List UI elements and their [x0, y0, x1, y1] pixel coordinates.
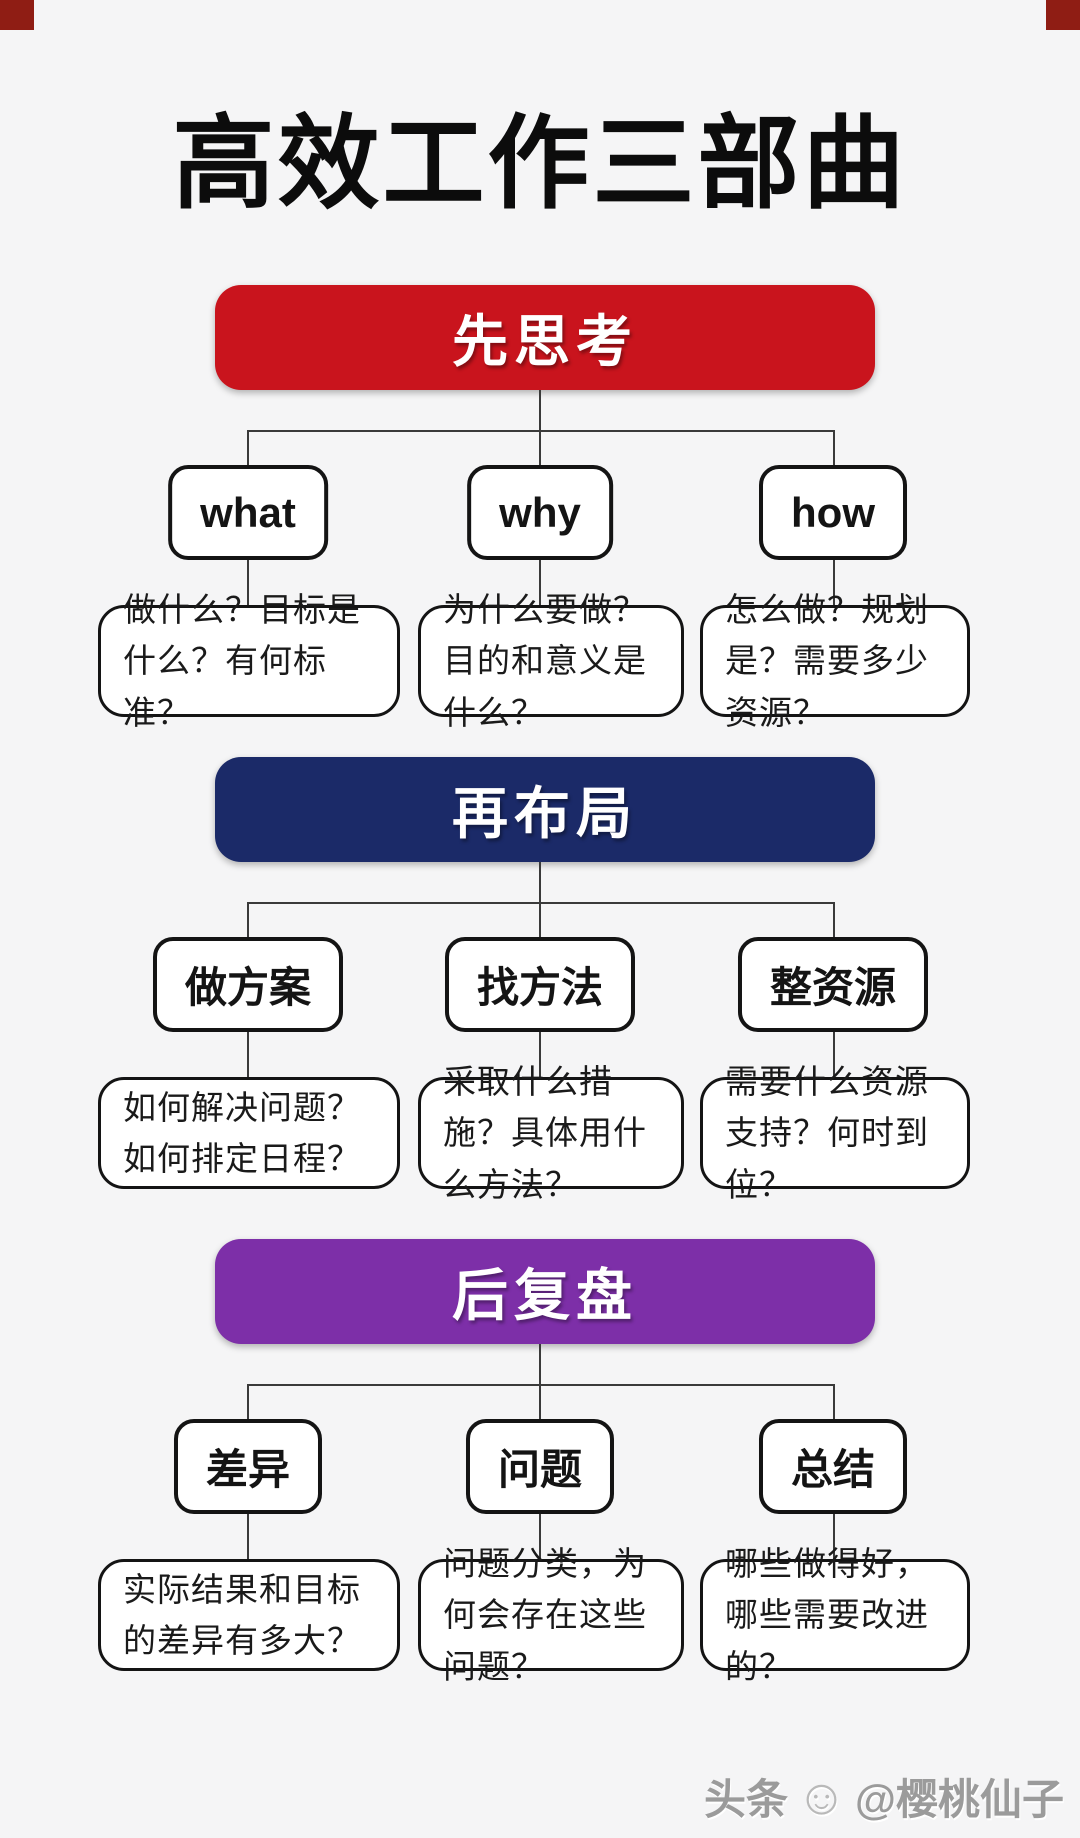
node-summary: 总结 [758, 1419, 908, 1514]
connector-drop [833, 903, 835, 937]
node-problem: 问题 [465, 1419, 615, 1514]
section-header-think: 先思考 [215, 285, 875, 390]
connector-drop [833, 431, 835, 465]
top-left-corner-mark [0, 0, 34, 30]
section-think-first: 先思考 what why how 做什么？目标是什么？有何标准？ 为什么要做？目… [0, 285, 1080, 731]
connector-link [833, 1514, 835, 1559]
connector-link [539, 560, 541, 605]
connector-drop [247, 1385, 249, 1419]
connector-drop [539, 1385, 541, 1419]
node-what: what [168, 465, 328, 560]
connector-link [247, 560, 249, 605]
page-title: 高效工作三部曲 [172, 107, 908, 221]
connector-link [833, 1032, 835, 1077]
desc-how: 怎么做？规划是？需要多少资源？ [700, 591, 970, 731]
connector-drop [539, 431, 541, 465]
desc-difference: 实际结果和目标的差异有多大？ [98, 1559, 400, 1671]
connector-stem [539, 862, 541, 903]
connector-hbar [247, 1384, 835, 1386]
connector-hbar [247, 430, 835, 432]
connector-drop [833, 1385, 835, 1419]
desc-what: 做什么？目标是什么？有何标准？ [98, 591, 400, 731]
node-make-plan: 做方案 [152, 937, 344, 1032]
top-right-corner-mark [1046, 0, 1080, 30]
desc-why: 为什么要做？目的和意义是什么？ [418, 591, 684, 731]
watermark: 头条 ☺ @樱桃仙子 [704, 1766, 1064, 1827]
node-difference: 差异 [173, 1419, 323, 1514]
watermark-prefix: 头条 [703, 1776, 788, 1823]
connector-link [247, 1032, 249, 1077]
connector-drop [247, 903, 249, 937]
node-find-method: 找方法 [444, 937, 636, 1032]
watermark-handle: @樱桃仙子 [855, 1776, 1064, 1823]
connector-link [539, 1514, 541, 1559]
section-header-review: 后复盘 [215, 1239, 875, 1344]
connector-link [539, 1032, 541, 1077]
node-how: how [759, 465, 907, 560]
desc-find-method: 采取什么措施？具体用什么方法？ [418, 1063, 684, 1203]
node-why: why [467, 465, 613, 560]
section-after-review: 后复盘 差异 问题 总结 实际结果和目标的差异有多大？ 问题分类，为何会存在这些… [0, 1239, 1080, 1685]
connector-link [247, 1514, 249, 1559]
connector-drop [539, 903, 541, 937]
section-then-layout: 再布局 做方案 找方法 整资源 如何解决问题？如何排定日程？ 采取什么措施？具体… [0, 757, 1080, 1203]
smiley-icon: ☺ [795, 1768, 848, 1825]
node-get-resources: 整资源 [737, 937, 929, 1032]
connector-link [833, 560, 835, 605]
section-header-layout: 再布局 [215, 757, 875, 862]
desc-make-plan: 如何解决问题？如何排定日程？ [98, 1077, 400, 1189]
desc-problem: 问题分类，为何会存在这些问题？ [418, 1545, 684, 1685]
connector-stem [539, 1344, 541, 1385]
desc-get-resources: 需要什么资源支持？何时到位？ [700, 1063, 970, 1203]
desc-summary: 哪些做得好，哪些需要改进的？ [700, 1545, 970, 1685]
connector-drop [247, 431, 249, 465]
connector-stem [539, 390, 541, 431]
connector-hbar [247, 902, 835, 904]
